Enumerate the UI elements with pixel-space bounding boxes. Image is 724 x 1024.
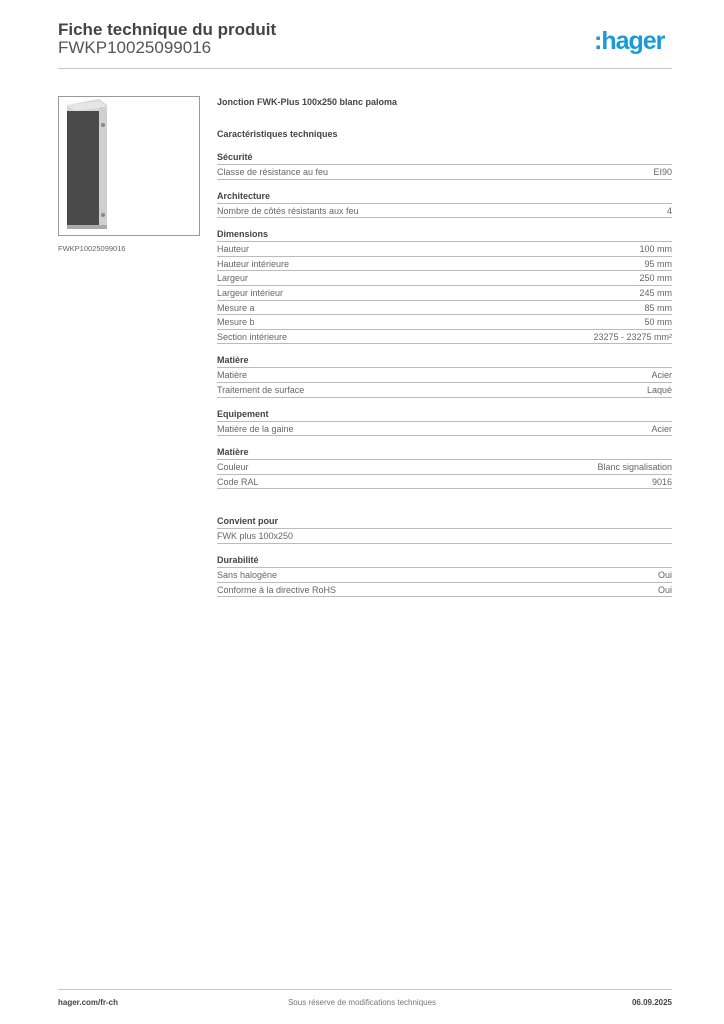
- spec-value: 95 mm: [644, 258, 672, 269]
- footer-date: 06.09.2025: [631, 998, 672, 1007]
- footer-website[interactable]: hager.com/fr-ch: [58, 998, 119, 1007]
- spec-row: Traitement de surface Laqué: [217, 383, 672, 398]
- section-title: Equipement: [217, 408, 672, 422]
- spec-label: Conforme à la directive RoHS: [217, 584, 337, 595]
- footer-disclaimer: Sous réserve de modifications techniques: [287, 998, 437, 1007]
- spec-value: 23275 - 23275 mm²: [593, 331, 672, 342]
- spec-value: 100 mm: [639, 244, 672, 255]
- section-title: Matière: [217, 354, 672, 369]
- spec-row: Section intérieure 23275 - 23275 mm²: [217, 330, 672, 345]
- spec-row: Matière Acier: [217, 368, 672, 383]
- section-title: Dimensions: [217, 228, 672, 243]
- spec-row: Hauteur intérieure 95 mm: [217, 257, 672, 272]
- spec-label: Largeur: [217, 273, 249, 284]
- spec-label: FWK plus 100x250: [217, 531, 294, 542]
- spec-value: Acier: [651, 370, 672, 381]
- spec-row: FWK plus 100x250: [217, 529, 672, 544]
- spec-label: Classe de résistance au feu: [217, 167, 329, 177]
- spec-label: Mesure a: [217, 302, 255, 313]
- image-caption: FWKP10025099016: [58, 244, 126, 253]
- spec-row: Code RAL 9016: [217, 475, 672, 490]
- spec-value: Oui: [657, 569, 672, 580]
- spec-value: Acier: [651, 423, 672, 434]
- spec-label: Mesure b: [217, 317, 255, 328]
- header-divider: [58, 68, 672, 69]
- spec-row: Nombre de côtés résistants aux feu 4: [217, 204, 672, 219]
- spec-value: EI90: [653, 167, 672, 177]
- spec-row: Classe de résistance au feu EI90: [217, 165, 672, 180]
- spec-label: Matière de la gaine: [217, 423, 294, 434]
- spec-row: Mesure b 50 mm: [217, 315, 672, 330]
- characteristics-title: Caractéristiques techniques: [217, 129, 338, 139]
- section-title: Sécurité: [217, 151, 672, 165]
- section-title: Durabilité: [217, 554, 672, 568]
- spec-value: Laqué: [646, 384, 672, 395]
- spec-label: Couleur: [217, 462, 249, 473]
- spec-value: 9016: [651, 476, 672, 487]
- spec-label: Hauteur: [217, 244, 250, 255]
- section-title: Architecture: [217, 190, 672, 204]
- spec-row: Largeur 250 mm: [217, 271, 672, 286]
- page-title: Fiche technique du produit: [58, 20, 277, 39]
- spec-value: 85 mm: [644, 302, 672, 313]
- section-title: Matière: [217, 446, 672, 461]
- spec-value: 50 mm: [644, 317, 672, 328]
- product-photo-icon: [67, 99, 107, 229]
- spec-label: Hauteur intérieure: [217, 258, 290, 269]
- product-code: FWKP10025099016: [58, 38, 212, 57]
- spec-value: 250 mm: [639, 273, 672, 284]
- product-details: Jonction FWK-Plus 100x250 blanc paloma C…: [217, 95, 672, 598]
- spec-row: Largeur intérieur 245 mm: [217, 286, 672, 301]
- spec-label: Largeur intérieur: [217, 287, 284, 298]
- hager-logo: :hager: [594, 27, 665, 55]
- spec-label: Sans halogène: [217, 569, 278, 580]
- product-image: [58, 96, 200, 236]
- spec-row: Couleur Blanc signalisation: [217, 460, 672, 475]
- spec-row: Matière de la gaine Acier: [217, 422, 672, 437]
- spec-label: Traitement de surface: [217, 384, 305, 395]
- spec-label: Matière: [217, 370, 248, 381]
- spec-label: Section intérieure: [217, 331, 288, 342]
- spec-value: Blanc signalisation: [597, 462, 672, 473]
- spec-row: Mesure a 85 mm: [217, 301, 672, 316]
- spec-row: Sans halogène Oui: [217, 568, 672, 583]
- spec-value: 245 mm: [639, 287, 672, 298]
- spec-label: Nombre de côtés résistants aux feu: [217, 205, 359, 216]
- footer-divider: [58, 989, 672, 990]
- spec-row: Conforme à la directive RoHS Oui: [217, 583, 672, 598]
- section-title: Convient pour: [217, 515, 672, 530]
- product-name: Jonction FWK-Plus 100x250 blanc paloma: [217, 97, 398, 107]
- spec-value: 4: [666, 205, 672, 216]
- spec-value: Oui: [657, 584, 672, 595]
- spec-row: Hauteur 100 mm: [217, 242, 672, 257]
- spec-label: Code RAL: [217, 476, 259, 487]
